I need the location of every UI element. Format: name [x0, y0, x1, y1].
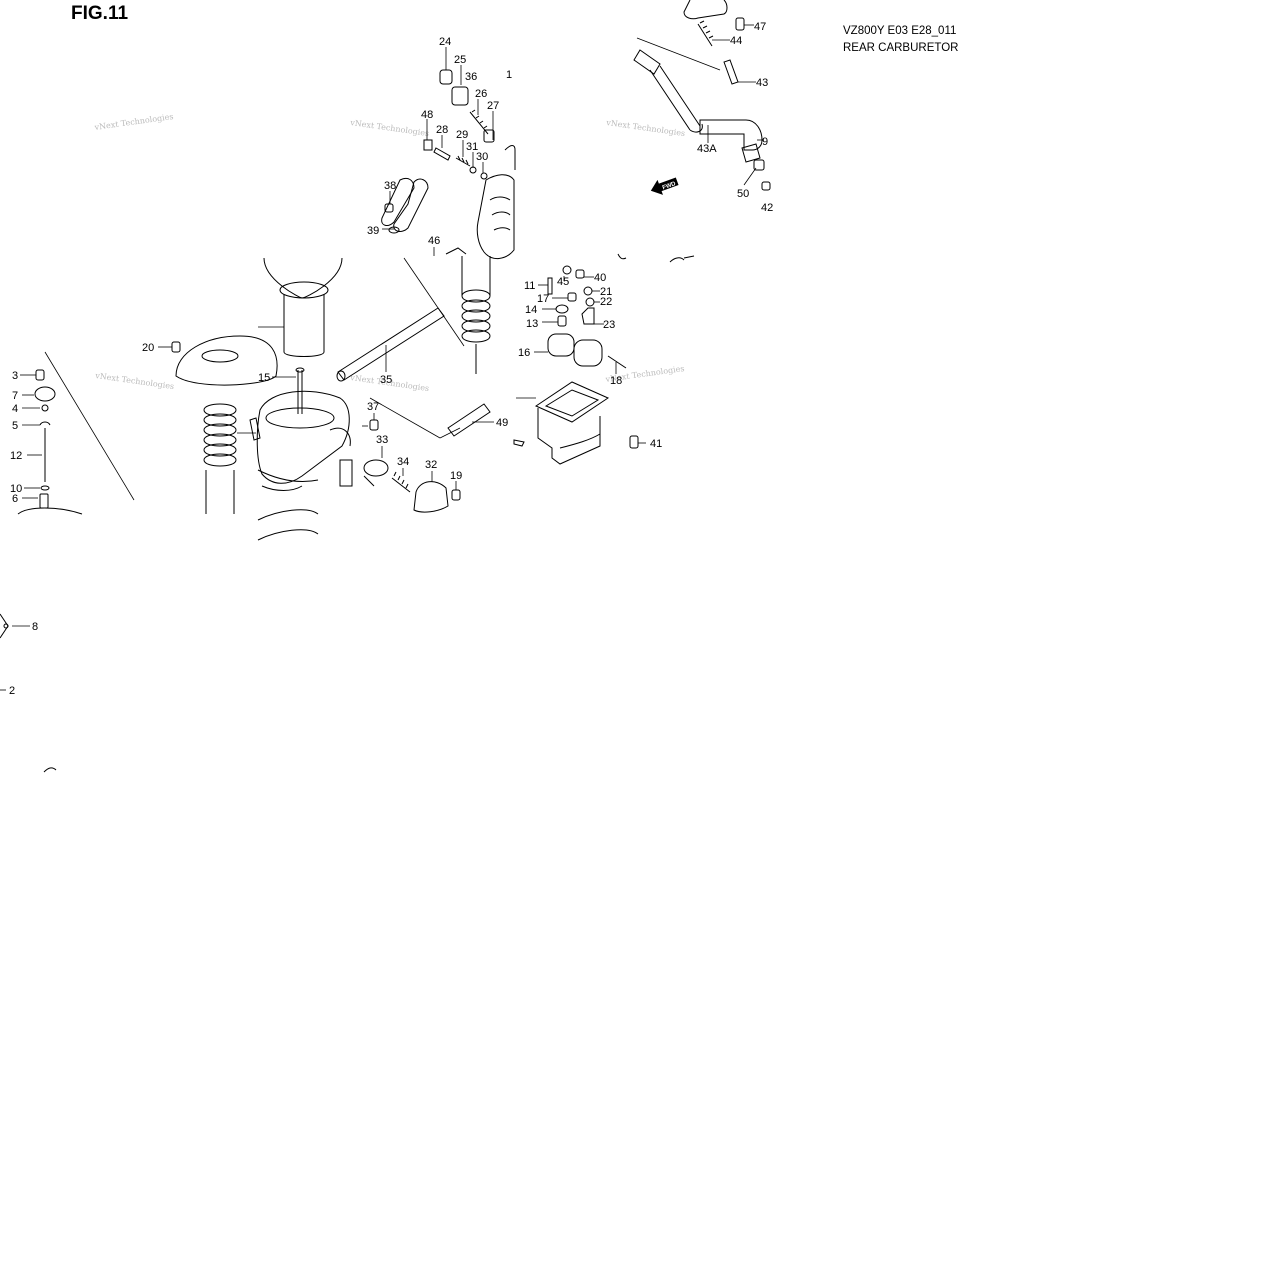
- callout-label: 12: [10, 450, 22, 462]
- callout-label: 38: [384, 180, 396, 192]
- callout-label: 42: [761, 202, 773, 214]
- callout-label: 49: [496, 417, 508, 429]
- callout-label: 34: [397, 456, 409, 468]
- callout-label: 14: [525, 304, 537, 316]
- watermark: vNext Technologies: [93, 112, 174, 132]
- callout-labels: 24 25 36 26 27 1 48 28 29 31 30 38 39 46…: [9, 21, 773, 697]
- bracket-38-39: [382, 178, 429, 234]
- callout-label: 3: [12, 370, 18, 382]
- callout-label: 44: [730, 35, 742, 47]
- throttle-bracket-assembly: FWD: [633, 0, 771, 195]
- callout-label: 47: [754, 21, 766, 33]
- callout-label: 35: [380, 374, 392, 386]
- callout-label: 22: [600, 296, 612, 308]
- callout-label: 32: [425, 459, 437, 471]
- float-bowl-assembly: [513, 265, 646, 465]
- watermark: vNext Technologies: [605, 118, 686, 138]
- callout-label: 25: [454, 54, 466, 66]
- callout-label: 16: [518, 347, 530, 359]
- callout-label: 46: [428, 235, 440, 247]
- callout-label: 37: [367, 401, 379, 413]
- callout-label: 7: [12, 390, 18, 402]
- callout-label: 2: [9, 685, 15, 697]
- callout-label: 31: [466, 141, 478, 153]
- callout-label: 17: [537, 293, 549, 305]
- watermark: vNext Technologies: [349, 118, 430, 138]
- callout-label: 26: [475, 88, 487, 100]
- section-title: REAR CARBURETOR: [843, 42, 959, 54]
- vacuum-hose-and-spring: [336, 247, 494, 439]
- callout-label: 11: [524, 280, 535, 292]
- fwd-label: FWD: [662, 181, 678, 192]
- callout-label: 40: [594, 272, 606, 284]
- callout-label: 30: [476, 151, 488, 163]
- callout-label: 48: [421, 109, 433, 121]
- piston-and-diaphragm: [158, 257, 353, 541]
- callout-label: 1: [506, 69, 512, 81]
- callout-label: 29: [456, 129, 468, 141]
- pilot-screw-assembly: [381, 47, 516, 259]
- side-cover-parts: [362, 413, 461, 513]
- callout-label: 39: [367, 225, 379, 237]
- callout-label: 10: [10, 483, 22, 495]
- model-code: VZ800Y E03 E28_011: [843, 25, 957, 37]
- callout-label: 15: [258, 372, 270, 384]
- callout-label: 45: [557, 276, 569, 288]
- callout-label: 50: [737, 188, 749, 200]
- callout-label: 8: [32, 621, 38, 633]
- callout-label: 43: [756, 77, 768, 89]
- callout-label: 20: [142, 342, 154, 354]
- callout-label: 27: [487, 100, 499, 112]
- figure-title: FIG.11: [71, 3, 129, 24]
- callout-label: 19: [450, 470, 462, 482]
- callout-label: 5: [12, 420, 18, 432]
- callout-label: 4: [12, 403, 18, 415]
- callout-label: 28: [436, 124, 448, 136]
- fwd-arrow-icon: FWD: [650, 177, 679, 195]
- callout-label: 9: [762, 136, 768, 148]
- callout-label: 41: [650, 438, 662, 450]
- callout-label: 33: [376, 434, 388, 446]
- callout-label: 13: [526, 318, 538, 330]
- callout-label: 36: [465, 71, 477, 83]
- left-mixing-screw-stack: [0, 253, 695, 773]
- callout-label: 23: [603, 319, 615, 331]
- callout-label: 21: [600, 286, 612, 298]
- callout-label: 24: [439, 36, 451, 48]
- callout-label: 18: [610, 375, 622, 387]
- callout-label: 6: [12, 493, 18, 505]
- watermark: vNext Technologies: [94, 371, 175, 391]
- callout-label: 43A: [697, 143, 717, 155]
